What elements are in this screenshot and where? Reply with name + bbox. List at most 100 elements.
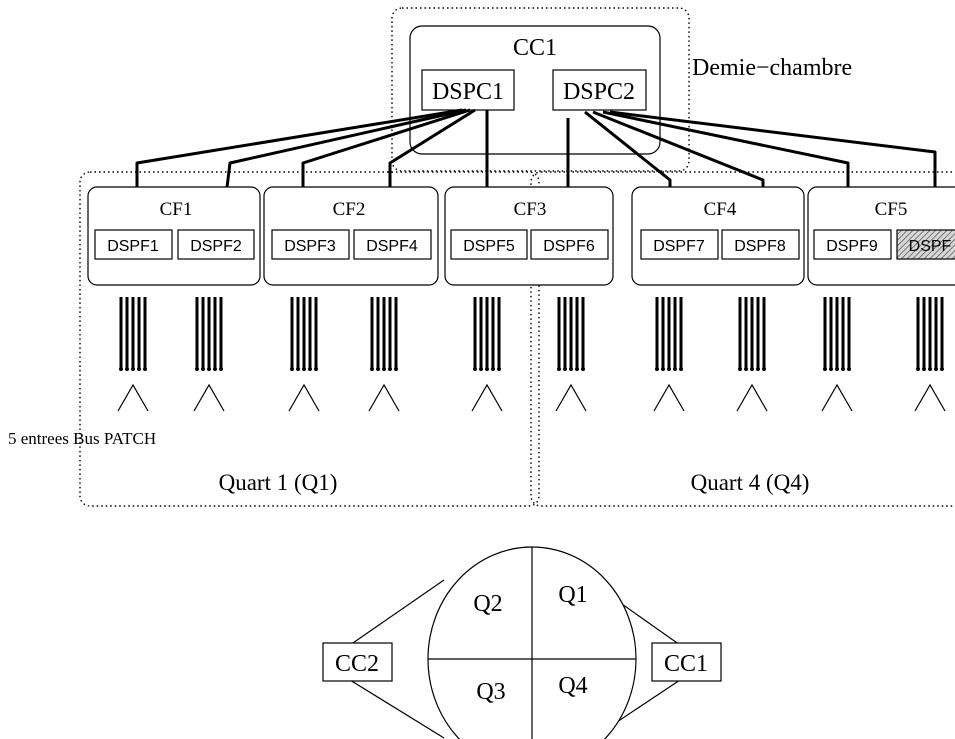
- bus-line-end: [744, 367, 748, 371]
- dspf-boxes: [94, 229, 955, 260]
- bus-input-wedge: [653, 383, 685, 412]
- bus-line-end: [835, 367, 839, 371]
- bus-line-end: [290, 367, 294, 371]
- bus-line-end: [667, 367, 671, 371]
- cf5-label: CF5: [875, 199, 908, 220]
- bus-note: 5 entrees Bus PATCH: [8, 429, 156, 448]
- bus-line-end: [655, 367, 659, 371]
- cc2-bottom-box: [322, 642, 393, 682]
- bus-input-wedge: [117, 383, 149, 412]
- bus-input-wedges: [117, 383, 946, 412]
- bus-line-end: [673, 367, 677, 371]
- bus-line-end: [195, 367, 199, 371]
- bus-line-end: [296, 367, 300, 371]
- bus-line-end: [940, 367, 944, 371]
- cf1-box: [87, 186, 261, 286]
- quarter-1-label: Quart 1 (Q1): [219, 470, 338, 495]
- bus-line-end: [125, 367, 129, 371]
- bus-line-end: [829, 367, 833, 371]
- dspf3-box: [271, 229, 350, 260]
- bus-group-2: [195, 297, 223, 371]
- dspf2-box: [177, 229, 255, 260]
- bus-line-end: [376, 367, 380, 371]
- chamber-diagram: [322, 546, 722, 739]
- dspf8-box: [721, 229, 800, 260]
- cf2-box: [263, 186, 439, 286]
- bus-group-1: [119, 297, 147, 371]
- cc1-bottom-box: [651, 642, 722, 682]
- bus-input-wedge: [471, 383, 503, 412]
- bus-line-end: [661, 367, 665, 371]
- dspf9-box: [813, 229, 892, 260]
- quarter-1-region: [79, 171, 540, 507]
- bus-line-end: [679, 367, 683, 371]
- bus-input-wedge: [288, 383, 320, 412]
- dspf2-label: DSPF2: [190, 238, 242, 255]
- bus-line-groups: [119, 297, 944, 371]
- bus-group-6: [557, 297, 585, 371]
- dspf8-label: DSPF8: [734, 238, 786, 255]
- dspf9-label: DSPF9: [826, 238, 878, 255]
- bus-line-end: [308, 367, 312, 371]
- bus-line-end: [314, 367, 318, 371]
- quarter-4-label: Quart 4 (Q4): [691, 470, 810, 495]
- dspf6-label: DSPF6: [543, 238, 595, 255]
- bus-line-end: [137, 367, 141, 371]
- link-cc2-top: [349, 579, 445, 646]
- dspf6-box: [530, 229, 609, 260]
- dspf4-label: DSPF4: [366, 238, 418, 255]
- cf1-label: CF1: [160, 199, 193, 220]
- bus-line-end: [563, 367, 567, 371]
- bus-line-end: [213, 367, 217, 371]
- dspc2-label: DSPC2: [563, 79, 635, 105]
- bus-line-end: [485, 367, 489, 371]
- bus-line-end: [916, 367, 920, 371]
- dspf5-label: DSPF5: [463, 238, 515, 255]
- bus-line-end: [201, 367, 205, 371]
- q1-label: Q1: [558, 582, 587, 608]
- bus-group-8: [738, 297, 766, 371]
- bus-line-end: [756, 367, 760, 371]
- bus-input-wedge: [736, 383, 768, 412]
- bus-line-end: [207, 367, 211, 371]
- dspf1-box: [94, 229, 173, 260]
- bus-line-end: [847, 367, 851, 371]
- cf3-label: CF3: [514, 199, 547, 220]
- bus-input-wedge: [555, 383, 587, 412]
- bus-line-end: [841, 367, 845, 371]
- half-room-region: [391, 7, 690, 172]
- bus-line-end: [581, 367, 585, 371]
- bus-line-end: [497, 367, 501, 371]
- dspf10-box-hatched: [896, 229, 955, 260]
- bus-line-end: [473, 367, 477, 371]
- bus-input-wedge: [914, 383, 946, 412]
- bus-line-end: [922, 367, 926, 371]
- cf4-label: CF4: [704, 199, 737, 220]
- bus-input-wedge: [368, 383, 400, 412]
- link-cc2-bottom: [349, 679, 445, 739]
- dspf4-box: [353, 229, 432, 260]
- cc1-box: [409, 25, 661, 155]
- bus-group-5: [473, 297, 501, 371]
- bus-line-end: [575, 367, 579, 371]
- dspc1-box: [421, 69, 515, 111]
- bus-line-end: [119, 367, 123, 371]
- bus-line-end: [569, 367, 573, 371]
- dspc2-box: [552, 69, 647, 111]
- dspf3-label: DSPF3: [284, 238, 336, 255]
- bus-line-end: [302, 367, 306, 371]
- q4-label: Q4: [558, 673, 587, 699]
- dspf5-box: [450, 229, 528, 260]
- bus-line-end: [738, 367, 742, 371]
- dspf10-label: DSPF: [909, 238, 952, 255]
- q2-label: Q2: [473, 591, 502, 617]
- cc1-bottom-label: CC1: [664, 651, 708, 677]
- half-room-label: Demie−chambre: [692, 55, 852, 81]
- cf3-box: [444, 186, 614, 286]
- cc1-label: CC1: [513, 35, 557, 61]
- bus-line-end: [750, 367, 754, 371]
- bus-input-wedge: [821, 383, 853, 412]
- bus-line-end: [823, 367, 827, 371]
- bus-line-end: [928, 367, 932, 371]
